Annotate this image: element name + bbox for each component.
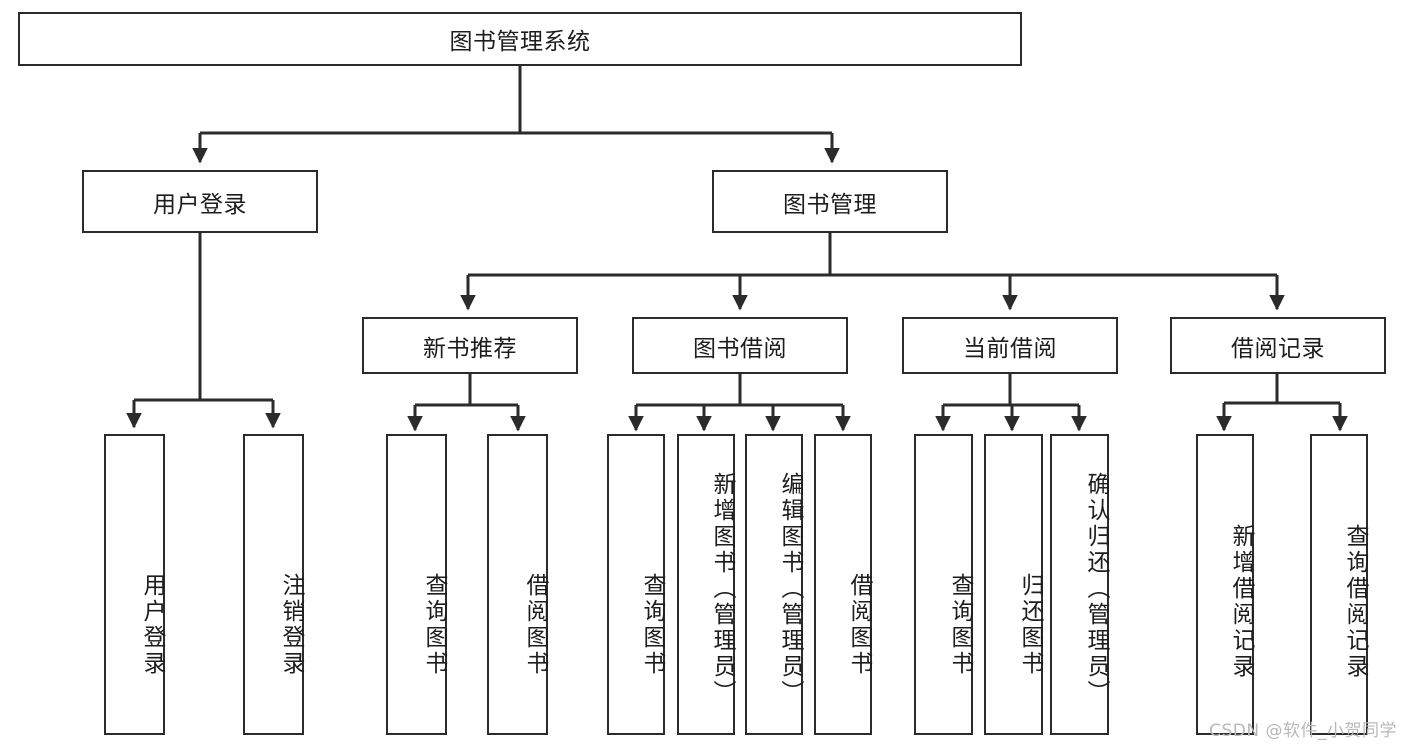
leaf-user-login-login-label: 用户登录 [139, 572, 165, 677]
node-book-borrow-label: 图书借阅 [693, 335, 787, 362]
leaf-user-login-login[interactable]: 用户登录 [104, 434, 165, 735]
leaf-borrow-add-book-admin[interactable]: 新增图书（管理员） [677, 434, 735, 735]
leaf-borrow-borrow-book[interactable]: 借阅图书 [814, 434, 872, 735]
leaf-recommend-borrow-book[interactable]: 借阅图书 [487, 434, 548, 735]
leaf-borrow-add-book-admin-label: 新增图书（管理员） [709, 471, 735, 706]
leaf-current-query-book-label: 查询图书 [947, 572, 973, 677]
watermark-text: CSDN @软件_小贺同学 [1209, 721, 1397, 741]
node-current-borrow-label: 当前借阅 [963, 335, 1057, 362]
leaf-borrow-query-book-label: 查询图书 [639, 572, 665, 677]
node-book-borrow[interactable]: 图书借阅 [632, 317, 848, 374]
node-book-management[interactable]: 图书管理 [712, 170, 948, 233]
node-root-system[interactable]: 图书管理系统 [18, 12, 1022, 66]
leaf-record-query-record[interactable]: 查询借阅记录 [1310, 434, 1368, 735]
leaf-current-confirm-return-admin[interactable]: 确认归还（管理员） [1050, 434, 1109, 735]
node-new-book-recommend-label: 新书推荐 [423, 335, 517, 362]
leaf-user-login-logout-label: 注销登录 [278, 572, 304, 677]
node-borrow-record-label: 借阅记录 [1231, 335, 1325, 362]
node-user-login[interactable]: 用户登录 [82, 170, 318, 233]
leaf-current-return-book[interactable]: 归还图书 [984, 434, 1043, 735]
node-user-login-label: 用户登录 [153, 191, 247, 218]
leaf-user-login-logout[interactable]: 注销登录 [243, 434, 304, 735]
node-borrow-record[interactable]: 借阅记录 [1170, 317, 1386, 374]
leaf-current-confirm-return-admin-label: 确认归还（管理员） [1083, 471, 1109, 706]
leaf-borrow-edit-book-admin-label: 编辑图书（管理员） [777, 471, 803, 706]
leaf-current-return-book-label: 归还图书 [1017, 572, 1043, 677]
leaf-record-add-record-label: 新增借阅记录 [1228, 523, 1254, 680]
leaf-borrow-borrow-book-label: 借阅图书 [846, 572, 872, 677]
leaf-record-add-record[interactable]: 新增借阅记录 [1196, 434, 1254, 735]
node-root-system-label: 图书管理系统 [449, 29, 591, 55]
node-current-borrow[interactable]: 当前借阅 [902, 317, 1118, 374]
node-book-management-label: 图书管理 [783, 191, 877, 218]
node-new-book-recommend[interactable]: 新书推荐 [362, 317, 578, 374]
leaf-current-query-book[interactable]: 查询图书 [914, 434, 973, 735]
leaf-recommend-borrow-book-label: 借阅图书 [522, 572, 548, 677]
leaf-record-query-record-label: 查询借阅记录 [1342, 523, 1368, 680]
leaf-borrow-edit-book-admin[interactable]: 编辑图书（管理员） [745, 434, 803, 735]
leaf-borrow-query-book[interactable]: 查询图书 [607, 434, 665, 735]
leaf-recommend-query-book-label: 查询图书 [421, 572, 447, 677]
leaf-recommend-query-book[interactable]: 查询图书 [386, 434, 447, 735]
